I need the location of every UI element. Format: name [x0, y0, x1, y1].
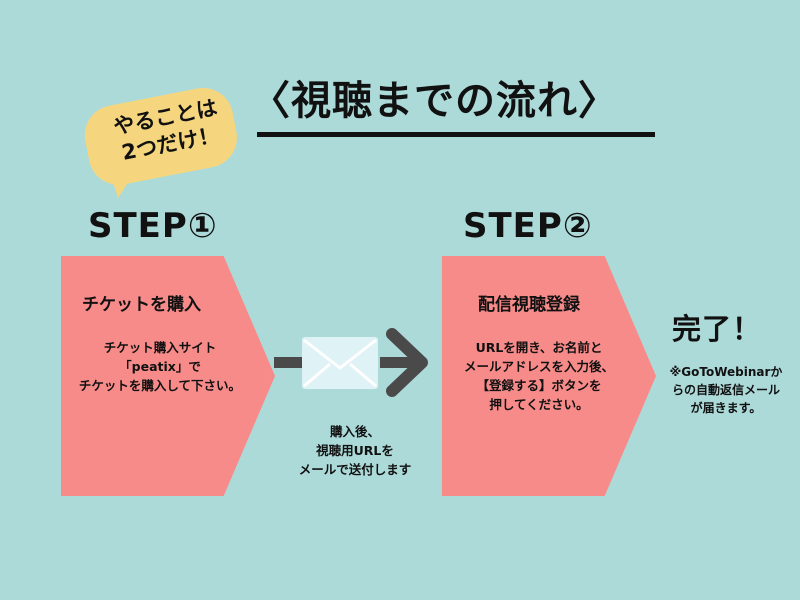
step2-label: STEP② — [463, 206, 593, 246]
speech-bubble: やることは 2つだけ！ — [78, 82, 248, 202]
step2-desc-line: URLを開き、お名前と — [475, 340, 603, 355]
step1-description: チケット購入サイト 「peatix」で チケットを購入して下さい。 — [60, 338, 260, 395]
step1-desc-line: チケット購入サイト — [103, 340, 217, 355]
step1-label: STEP① — [88, 206, 218, 246]
page-title: 〈視聴までの流れ〉 — [250, 78, 619, 124]
complete-note-line: が届きます。 — [690, 401, 762, 415]
step2-desc-line: 【登録する】ボタンを — [476, 378, 602, 393]
step1-desc-line: 「peatix」で — [119, 359, 201, 374]
complete-note: ※GoToWebinarか らの自動返信メール が届きます。 — [656, 363, 796, 417]
step1-box — [61, 256, 275, 496]
right-arrow-icon — [274, 328, 428, 397]
mail-note-line: 視聴用URLを — [316, 443, 394, 458]
step2-desc-line: メールアドレスを入力後、 — [463, 359, 614, 374]
speech-bubble-icon — [84, 87, 237, 198]
envelope-icon — [302, 337, 378, 389]
title-underline — [257, 132, 655, 137]
step2-desc-line: 押してください。 — [489, 397, 589, 412]
step2-description: URLを開き、お名前と メールアドレスを入力後、 【登録する】ボタンを 押してく… — [444, 338, 634, 414]
step2-box — [442, 256, 656, 496]
complete-note-line: らの自動返信メール — [671, 383, 780, 397]
step2-heading: 配信視聴登録 — [478, 295, 580, 315]
mail-note-line: メールで送付します — [298, 462, 412, 477]
mail-note-line: 購入後、 — [329, 424, 380, 439]
mail-arrow — [274, 328, 428, 397]
complete-note-line: ※GoToWebinarか — [669, 365, 783, 379]
mail-note: 購入後、 視聴用URLを メールで送付します — [270, 422, 440, 479]
complete-label: 完了！ — [672, 312, 763, 346]
step1-heading: チケットを購入 — [82, 295, 201, 315]
step1-desc-line: チケットを購入して下さい。 — [78, 378, 242, 393]
